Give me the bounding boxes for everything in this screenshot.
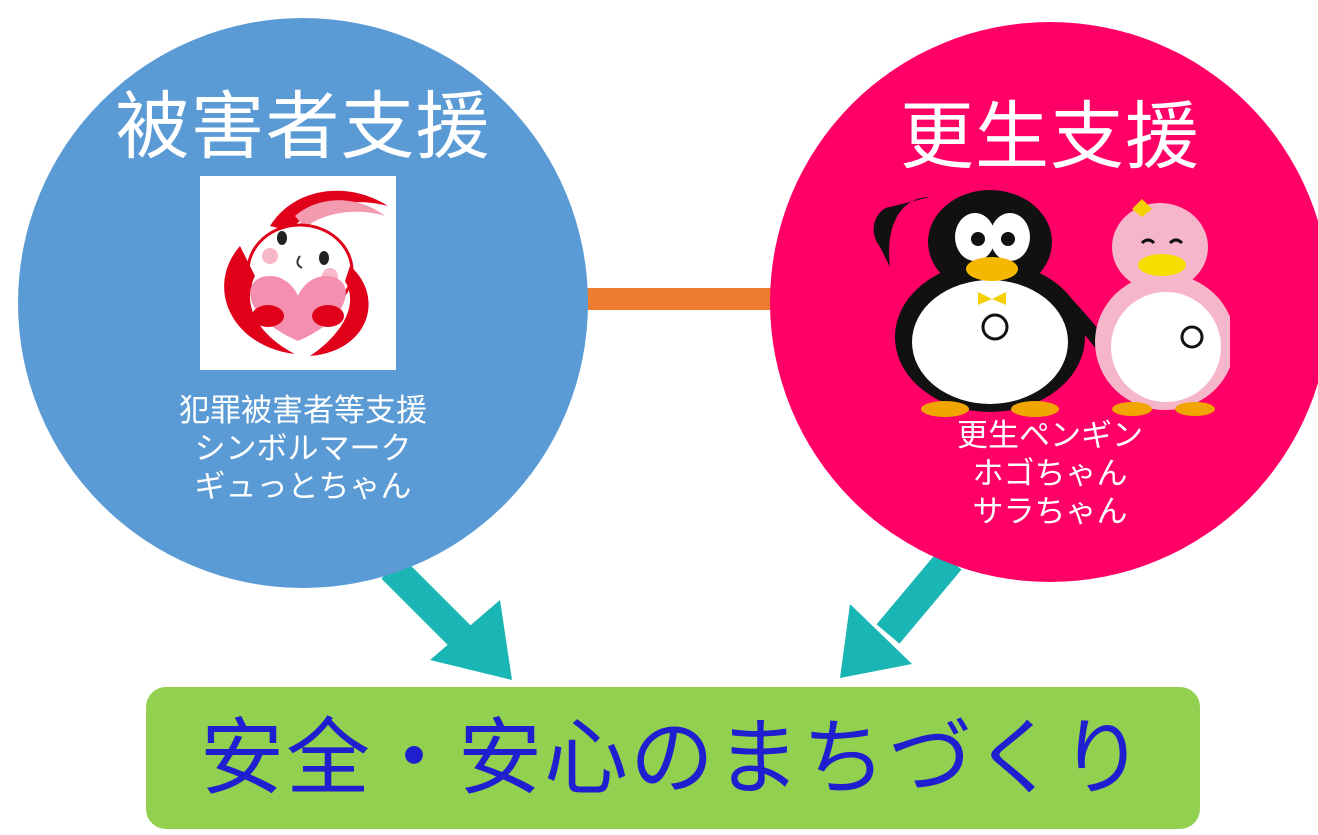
hogo-chan-penguin-icon <box>873 190 1126 417</box>
victim-support-title: 被害者支援 <box>115 84 491 170</box>
rehabilitation-support-circle: 更生支援 <box>770 22 1318 582</box>
gyutto-chan-icon <box>224 190 388 356</box>
penguin-mascots-icon <box>873 190 1230 417</box>
sara-chan-penguin-icon <box>1095 199 1230 416</box>
caption-line: サラちゃん <box>972 493 1128 530</box>
rehabilitation-support-caption: 更生ペンギン ホゴちゃん サラちゃん <box>770 418 1318 531</box>
caption-line: 更生ペンギン <box>957 418 1143 454</box>
goal-text: 安全・安心のまちづくり <box>199 709 1146 807</box>
gyutto-chan-logo <box>200 176 396 370</box>
victim-support-circle: 被害者支援 <box>18 18 588 588</box>
caption-line: ギュっとちゃん <box>194 468 412 505</box>
caption-line: 犯罪被害者等支援 <box>179 393 427 429</box>
rehabilitation-support-title: 更生支援 <box>900 94 1200 180</box>
link-bar <box>578 288 776 310</box>
caption-line: ホゴちゃん <box>972 455 1128 492</box>
caption-line: シンボルマーク <box>194 430 412 467</box>
left-arrow <box>381 557 512 680</box>
goal-box: 安全・安心のまちづくり <box>146 687 1200 829</box>
victim-support-caption: 犯罪被害者等支援 シンボルマーク ギュっとちゃん <box>18 393 588 506</box>
right-arrow <box>840 550 962 678</box>
